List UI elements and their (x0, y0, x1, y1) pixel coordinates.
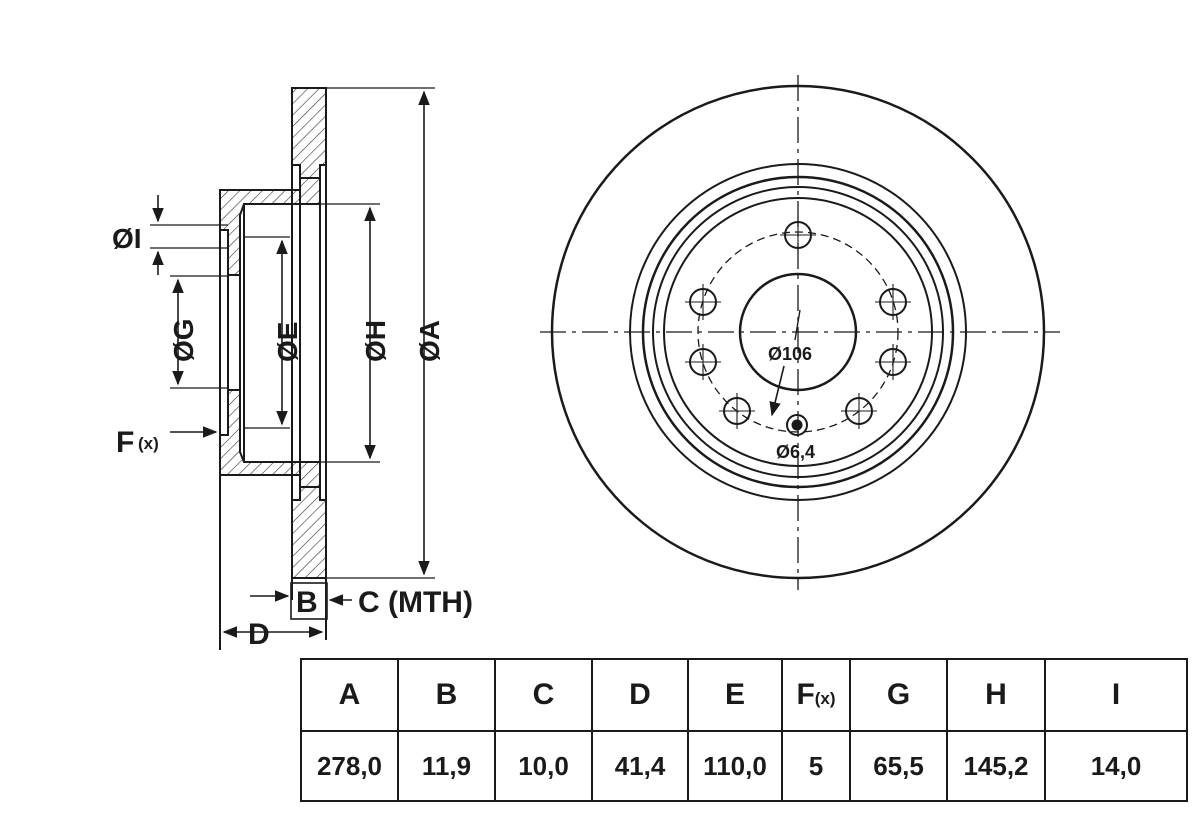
hub-face (663, 197, 933, 467)
label-dia-h: ØH (360, 320, 391, 362)
value-f: 5 (781, 730, 851, 802)
value-h: 145,2 (946, 730, 1046, 802)
header-h: H (946, 658, 1046, 732)
front-view-labels: Ø106 Ø6,4 (768, 344, 815, 462)
header-b: B (397, 658, 496, 732)
outer-rim (550, 84, 1046, 580)
dimension-arrows (152, 90, 430, 638)
label-d: D (248, 618, 270, 651)
label-f: F (116, 426, 134, 459)
side-view-labels: ØI ØG ØE ØH ØA F (x) B C (MTH) D (112, 223, 473, 651)
label-b: B (296, 586, 318, 619)
label-c-mth: C (MTH) (358, 586, 473, 619)
label-dia-g: ØG (168, 318, 199, 362)
disc-side-section (219, 87, 327, 650)
value-c: 10,0 (494, 730, 593, 802)
value-i: 14,0 (1044, 730, 1188, 802)
header-a: A (300, 658, 399, 732)
value-b: 11,9 (397, 730, 496, 802)
table-value-row: 278,0 11,9 10,0 41,4 110,0 5 65,5 145,2 … (300, 730, 1188, 802)
label-pcd: Ø106 (768, 344, 812, 364)
locating-pin-hole (786, 414, 808, 436)
header-f: F(x) (781, 658, 851, 732)
header-c: C (494, 658, 593, 732)
header-f-letter: F (796, 678, 815, 711)
disc-front-view (540, 75, 1060, 590)
label-pin-hole: Ø6,4 (776, 442, 815, 462)
header-e: E (687, 658, 783, 732)
header-i: I (1044, 658, 1188, 732)
label-dia-i: ØI (112, 223, 142, 254)
value-e: 110,0 (687, 730, 783, 802)
header-d: D (591, 658, 689, 732)
hat-inner (652, 186, 944, 478)
header-f-suffix: (x) (814, 689, 836, 708)
friction-inner-edge (629, 163, 967, 501)
dimension-table: A B C D E F(x) G H I 278,0 11,9 10,0 41,… (300, 658, 1188, 802)
extension-lines (150, 87, 435, 579)
value-d: 41,4 (591, 730, 689, 802)
label-b-box (290, 582, 328, 620)
hat-outer (641, 175, 955, 489)
center-bore (738, 272, 858, 392)
table-header-row: A B C D E F(x) G H I (300, 658, 1188, 732)
value-g: 65,5 (849, 730, 948, 802)
pcd-leader (769, 365, 785, 417)
label-f-suffix: (x) (138, 434, 159, 453)
value-a: 278,0 (300, 730, 399, 802)
label-dia-a: ØA (414, 320, 445, 362)
header-g: G (849, 658, 948, 732)
label-dia-e: ØE (272, 322, 303, 362)
